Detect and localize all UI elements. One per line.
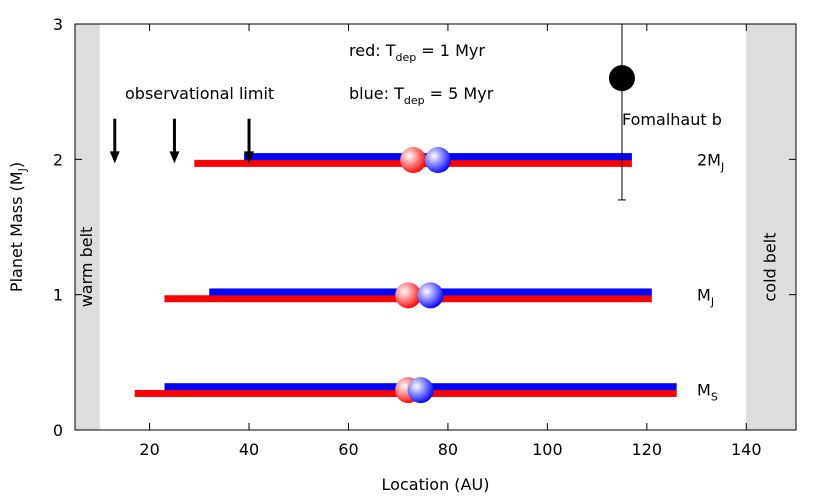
observational-limit-label: observational limit <box>125 84 274 103</box>
y-tick-label-0: 0 <box>53 421 63 440</box>
legend-blue-text: blue: Tdep = 5 Myr <box>349 84 494 107</box>
plot-frame <box>74 23 797 431</box>
y-tick-label-1: 1 <box>53 286 63 305</box>
limit-arrow-head-0 <box>109 151 120 164</box>
belt-label-0: warm belt <box>77 227 96 308</box>
x-tick-label-3: 80 <box>438 440 458 459</box>
observational-limit-arrows <box>109 118 255 164</box>
legend-red-pre: red: T <box>349 41 396 60</box>
x-tick-label-1: 40 <box>239 440 259 459</box>
belt-label-1: cold belt <box>761 233 780 302</box>
mean-point-s0-0 <box>400 147 427 174</box>
fomalhaut-b-marker <box>608 24 635 201</box>
x-axis-label: Location (AU) <box>382 475 490 494</box>
belts-layer: warm belt cold belt <box>75 24 796 430</box>
mean-point-s1-1 <box>417 282 444 309</box>
belt-band-1 <box>746 24 796 430</box>
fomalhaut-point <box>608 65 635 92</box>
row-label-0: 2MJ <box>697 150 724 173</box>
fomalhaut-b-label: Fomalhaut b <box>622 110 722 129</box>
legend-red-post: = 1 Myr <box>416 41 485 60</box>
y-axis-label-sub: J <box>16 168 29 172</box>
legend-blue-sub: dep <box>404 94 425 107</box>
y-tick-label-3: 3 <box>53 15 63 34</box>
x-tick-label-2: 60 <box>338 440 358 459</box>
mean-point-s1-2 <box>407 377 434 404</box>
limit-arrow-head-2 <box>244 151 255 164</box>
points-layer <box>395 147 451 404</box>
axis-ticks: 20 40 60 80 100 120 140 0 1 2 3 <box>53 15 796 459</box>
legend-red-sub: dep <box>395 51 416 64</box>
belt-band-0 <box>75 24 100 430</box>
legend-blue-post: = 5 Myr <box>425 84 494 103</box>
y-axis-label-end: ) <box>7 162 26 168</box>
mean-point-s1-0 <box>424 147 451 174</box>
row-label-1: MJ <box>697 286 714 309</box>
y-axis-label: Planet Mass (MJ) <box>7 162 29 292</box>
row-labels: 2MJ MJ MS <box>697 150 724 403</box>
row-label-2: MS <box>697 380 718 403</box>
legend-blue-pre: blue: T <box>349 84 404 103</box>
bars-layer <box>134 153 677 397</box>
mean-point-s0-1 <box>395 282 422 309</box>
y-axis-label-main: Planet Mass (M <box>7 171 26 292</box>
x-tick-label-0: 20 <box>139 440 159 459</box>
x-tick-label-6: 140 <box>731 440 762 459</box>
limit-arrow-head-1 <box>169 151 180 164</box>
x-tick-label-4: 100 <box>532 440 563 459</box>
y-tick-label-2: 2 <box>53 150 63 169</box>
x-tick-label-5: 120 <box>632 440 663 459</box>
legend-red-text: red: Tdep = 1 Myr <box>349 41 485 64</box>
